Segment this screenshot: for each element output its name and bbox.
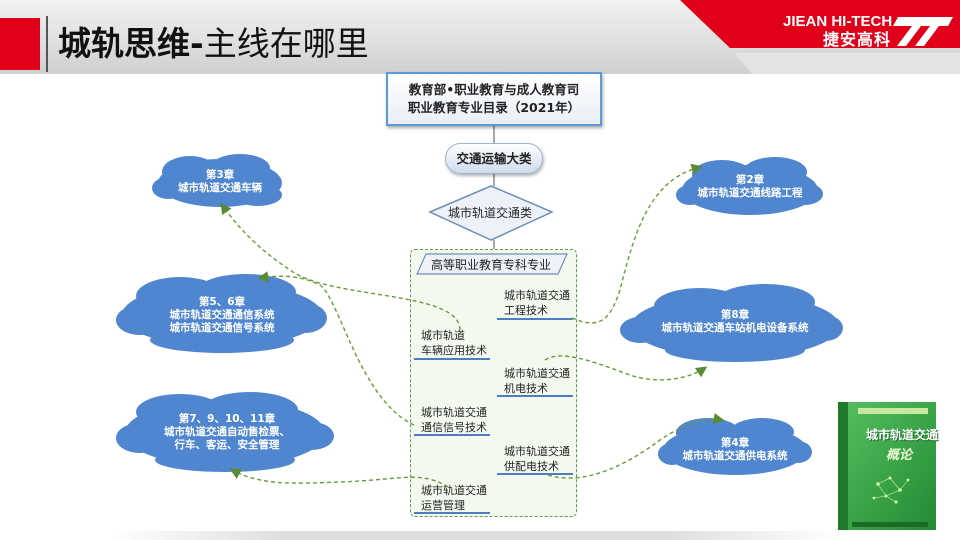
root-line1: 教育部•职业教育与成人教育司 bbox=[408, 82, 580, 97]
cloud-ch56-line1: 第5、6章 bbox=[198, 296, 246, 308]
level-label: 高等职业教育专科专业 bbox=[430, 258, 551, 272]
subcategory-label: 城市轨道交通类 bbox=[447, 206, 532, 220]
major-vehicle-underline bbox=[414, 358, 490, 360]
major-power: 城市轨道交通 供配电技术 bbox=[504, 444, 570, 474]
textbook-cover-image: 城市轨道交通 概论 bbox=[838, 402, 939, 530]
cloud-ch791011-line1: 第7、9、10、11章 bbox=[178, 413, 276, 425]
cloud-ch2-line1: 第2章 bbox=[735, 174, 765, 186]
major-signal-line2: 通信信号技术 bbox=[421, 421, 487, 434]
major-electromechanical-underline bbox=[497, 395, 573, 397]
cloud-ch791011-text: 第7、9、10、11章 城市轨道交通自动售检票、 行车、客运、安全管理 bbox=[152, 413, 302, 452]
category-pill: 交通运输大类 bbox=[445, 143, 543, 174]
connector-engineering-to-ch2 bbox=[571, 163, 703, 324]
title-normal: 主线在哪里 bbox=[203, 24, 369, 63]
major-signal-line1: 城市轨道交通 bbox=[421, 406, 487, 419]
cloud-ch3-line1: 第3章 bbox=[205, 169, 235, 181]
logo-english: JIEAN HI-TECH bbox=[783, 13, 893, 30]
major-power-line1: 城市轨道交通 bbox=[504, 445, 570, 458]
major-operations-underline bbox=[414, 512, 490, 514]
cloud-ch56-text: 第5、6章 城市轨道交通通信系统 城市轨道交通信号系统 bbox=[150, 296, 294, 335]
cloud-ch4-text: 第4章 城市轨道交通供电系统 bbox=[675, 437, 795, 463]
major-signal: 城市轨道交通 通信信号技术 bbox=[421, 405, 487, 435]
cloud-ch56-line3: 城市轨道交通信号系统 bbox=[169, 322, 275, 334]
major-engineering-line2: 工程技术 bbox=[504, 304, 548, 317]
logo-chinese: 捷安高科 bbox=[823, 30, 892, 49]
major-engineering-line1: 城市轨道交通 bbox=[504, 289, 570, 302]
cloud-ch4-line1: 第4章 bbox=[720, 437, 750, 449]
book-title: 城市轨道交通 bbox=[866, 428, 939, 442]
cloud-ch4-line2: 城市轨道交通供电系统 bbox=[682, 450, 788, 462]
page-title: 城轨思维-主线在哪里 bbox=[58, 22, 369, 66]
cloud-ch8-line1: 第8章 bbox=[720, 309, 750, 321]
major-vehicle-line1: 城市轨道 bbox=[421, 329, 465, 342]
bottom-strip bbox=[110, 531, 840, 540]
cloud-ch791011-line2: 城市轨道交通自动售检票、 bbox=[164, 426, 290, 438]
major-engineering-underline bbox=[497, 318, 573, 320]
header-red-block bbox=[0, 18, 40, 70]
major-engineering: 城市轨道交通 工程技术 bbox=[504, 288, 570, 318]
root-line2: 职业教育专业目录（2021年） bbox=[407, 100, 581, 115]
major-power-line2: 供配电技术 bbox=[504, 460, 559, 473]
major-electromechanical-line2: 机电技术 bbox=[504, 382, 548, 395]
cloud-ch2-text: 第2章 城市轨道交通线路工程 bbox=[690, 174, 810, 200]
cloud-ch8-text: 第8章 城市轨道交通车站机电设备系统 bbox=[655, 309, 815, 335]
major-operations-line2: 运营管理 bbox=[421, 499, 465, 512]
title-bold: 城轨思维- bbox=[58, 24, 204, 63]
book-subtitle: 概论 bbox=[886, 448, 913, 463]
cloud-ch3-text: 第3章 城市轨道交通车辆 bbox=[170, 169, 270, 195]
major-vehicle-line2: 车辆应用技术 bbox=[421, 344, 487, 357]
major-electromechanical-line1: 城市轨道交通 bbox=[504, 367, 570, 380]
major-electromechanical: 城市轨道交通 机电技术 bbox=[504, 366, 570, 396]
major-power-underline bbox=[497, 473, 573, 475]
cloud-ch8-line2: 城市轨道交通车站机电设备系统 bbox=[661, 322, 809, 334]
major-operations-line1: 城市轨道交通 bbox=[421, 484, 487, 497]
major-signal-underline bbox=[414, 434, 490, 436]
major-operations: 城市轨道交通 运营管理 bbox=[421, 483, 487, 513]
cloud-ch2-line2: 城市轨道交通线路工程 bbox=[697, 187, 803, 199]
cloud-ch791011-line3: 行车、客运、安全管理 bbox=[174, 439, 280, 451]
major-vehicle: 城市轨道 车辆应用技术 bbox=[421, 328, 487, 358]
root-catalog-box: 教育部•职业教育与成人教育司 职业教育专业目录（2021年） bbox=[386, 72, 602, 126]
cloud-ch3-line2: 城市轨道交通车辆 bbox=[178, 182, 262, 194]
header-divider bbox=[46, 16, 48, 72]
cloud-ch56-line2: 城市轨道交通通信系统 bbox=[169, 309, 275, 321]
